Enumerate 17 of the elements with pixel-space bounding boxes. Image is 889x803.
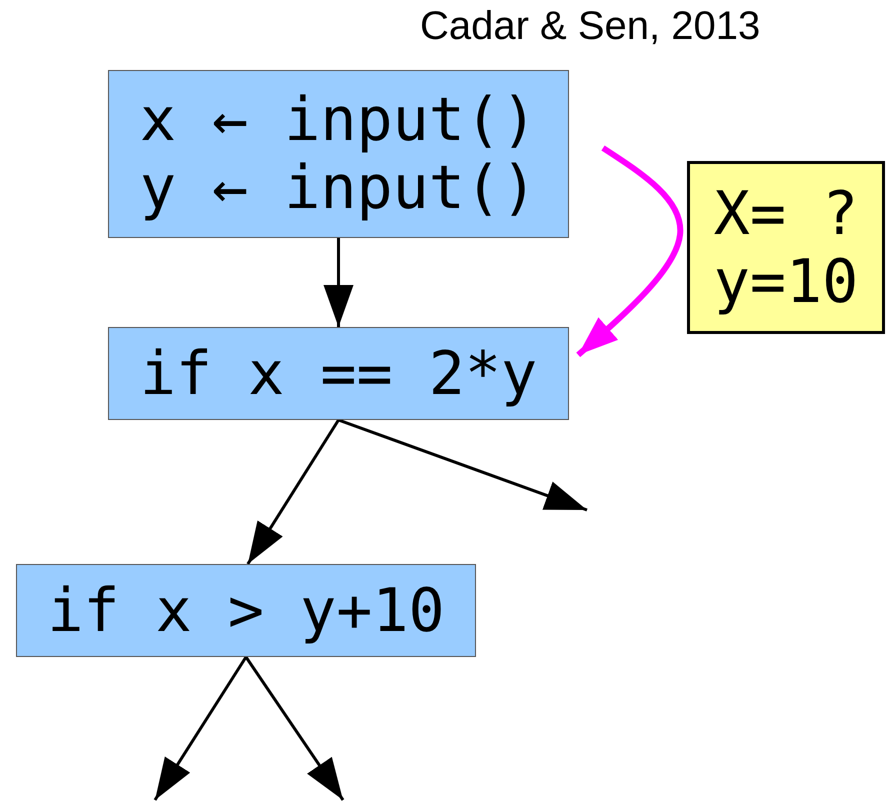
code-text: x ← input() xyxy=(140,86,538,154)
state-box xyxy=(687,161,885,334)
code-box xyxy=(108,70,569,238)
condition-box xyxy=(16,564,476,657)
code-text: y ← input() xyxy=(140,154,538,222)
arrow xyxy=(338,418,588,512)
arrow xyxy=(154,656,248,801)
code-text: if x > y+10 xyxy=(47,576,445,644)
code-text: if x == 2*y xyxy=(140,340,538,408)
arrow xyxy=(246,419,340,565)
condition-box xyxy=(108,327,569,420)
arrow xyxy=(324,238,354,327)
code-text: X= ? xyxy=(714,180,858,248)
code-text: y=10 xyxy=(714,248,858,316)
arrow xyxy=(244,656,344,801)
arrow xyxy=(576,145,684,358)
citation-text: Cadar & Sen, 2013 xyxy=(420,4,760,49)
